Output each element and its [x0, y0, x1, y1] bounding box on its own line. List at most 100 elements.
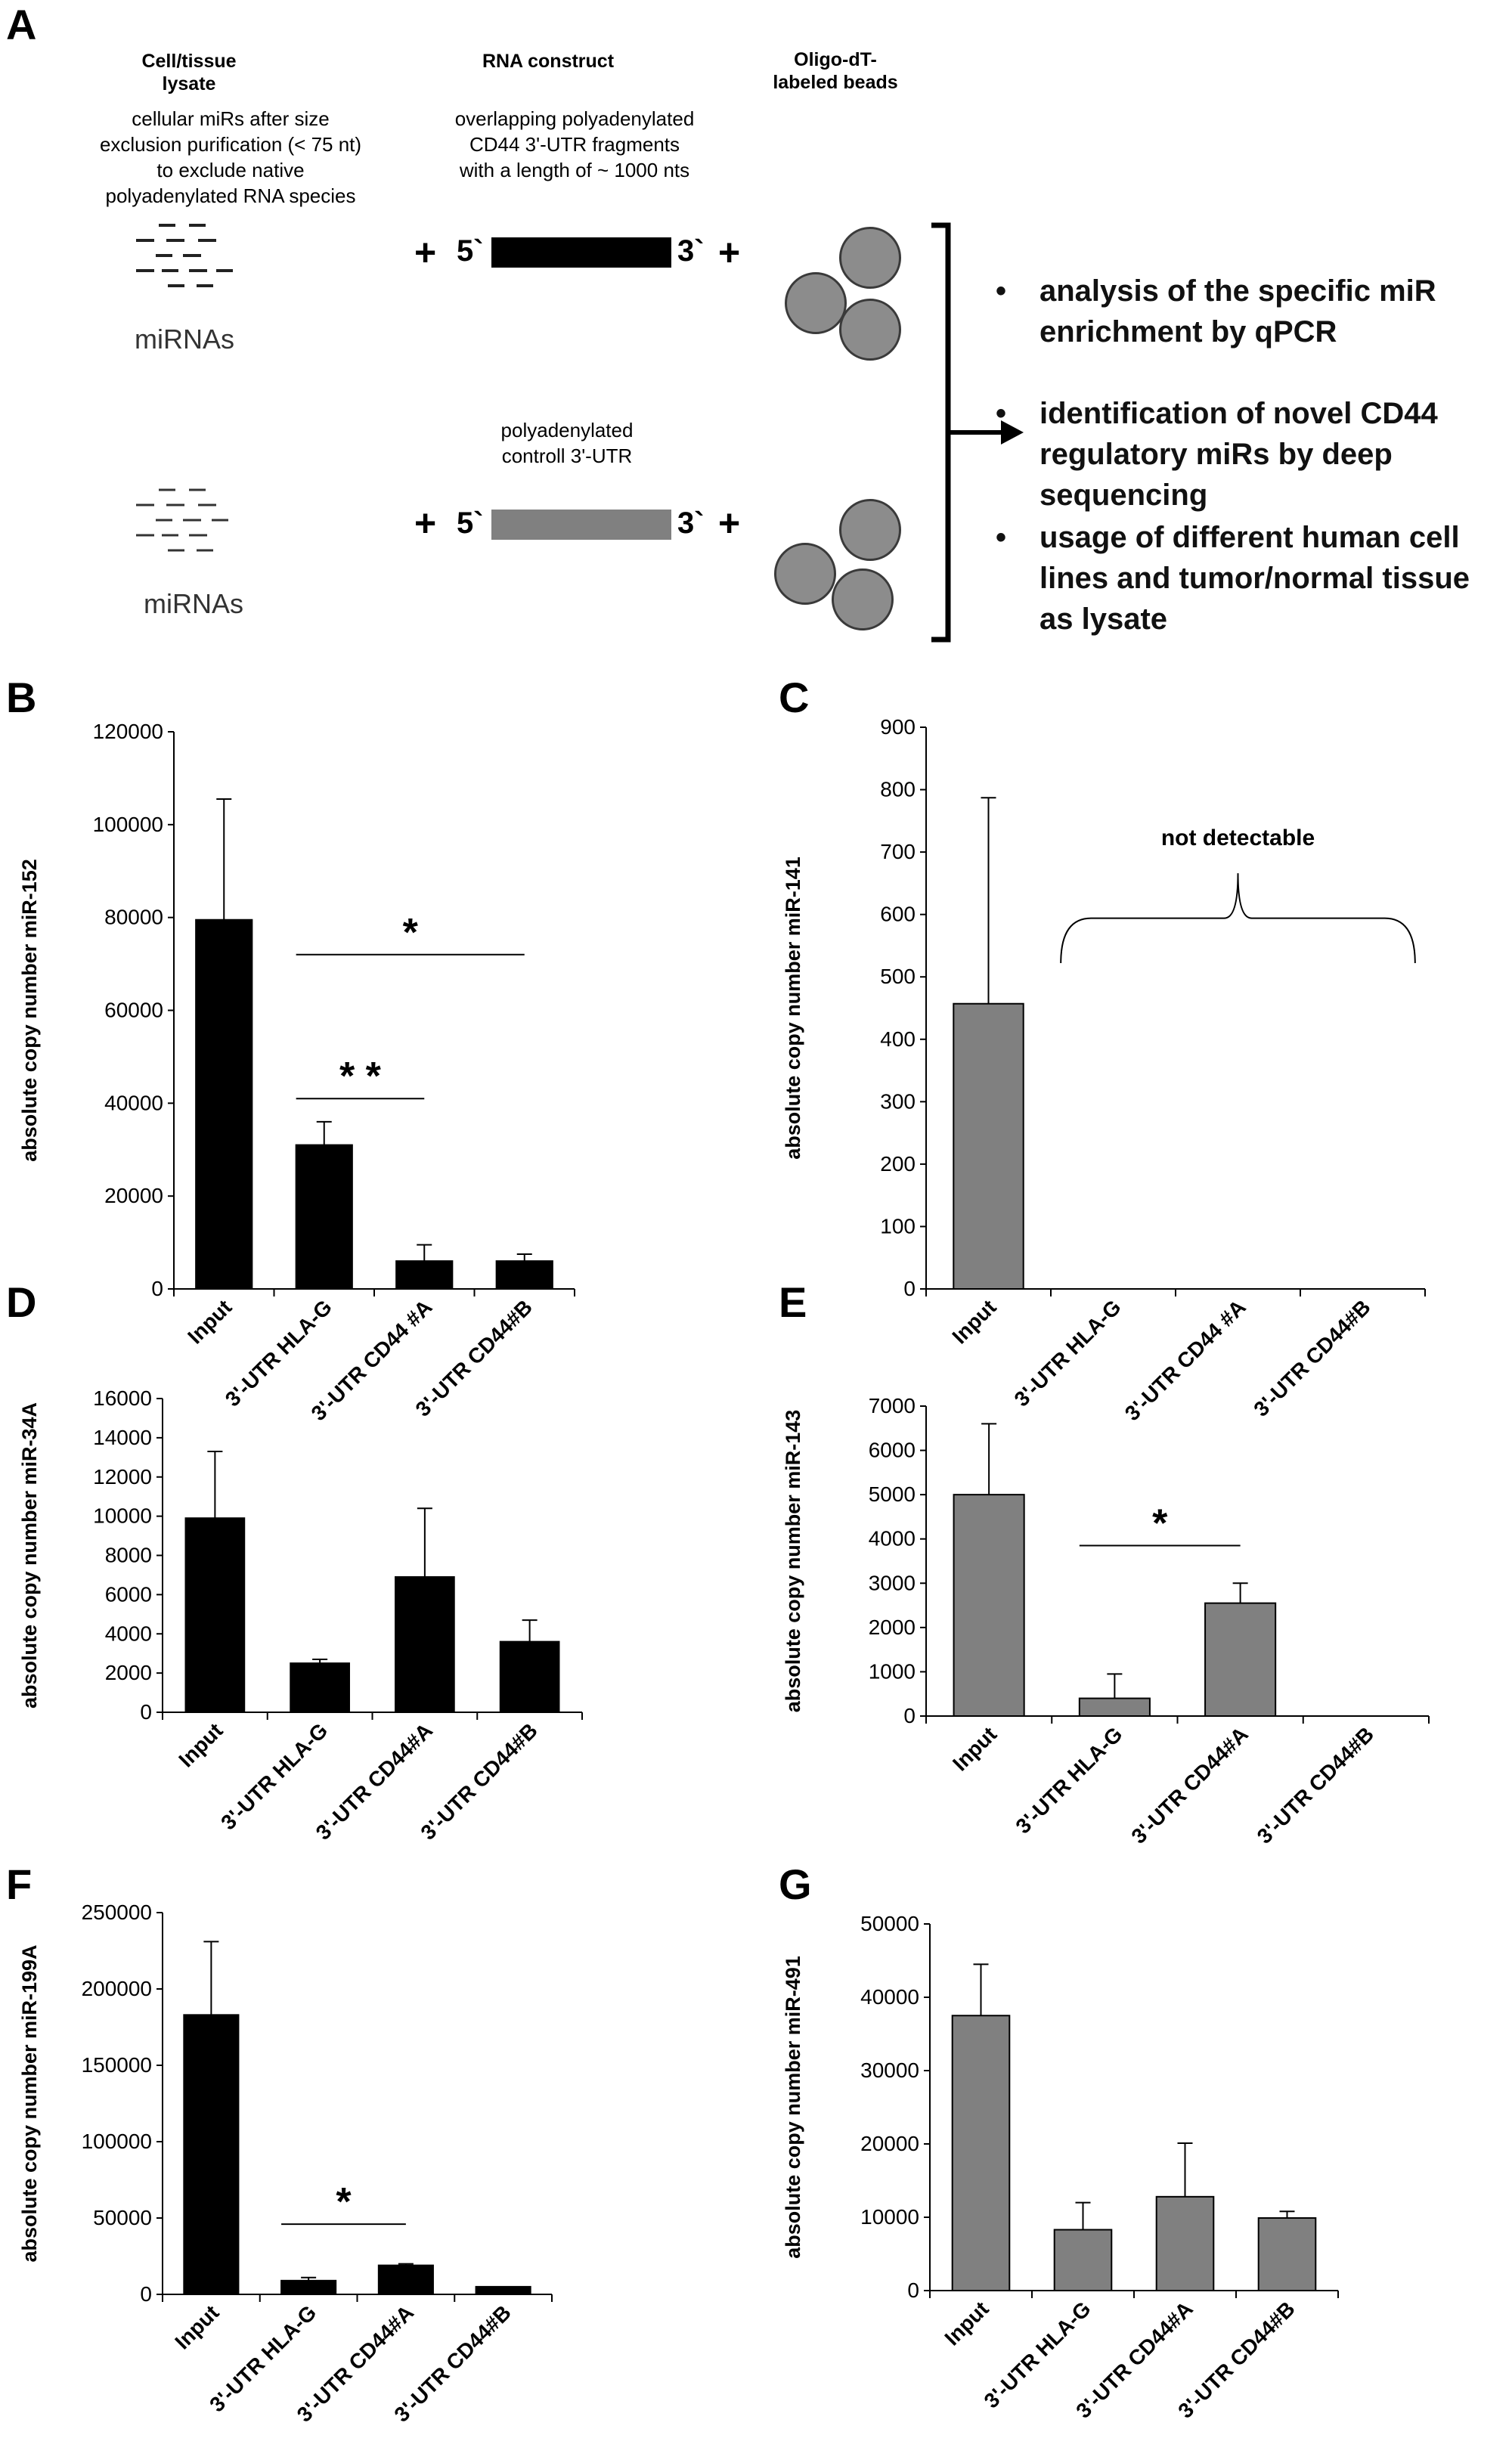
- panel-label-d: D: [6, 1278, 37, 1326]
- y-tick-label: 16000: [93, 1386, 152, 1410]
- y-tick-label: 60000: [104, 999, 163, 1022]
- annotation-brace: [1060, 873, 1416, 964]
- plus-sign: +: [718, 502, 741, 544]
- y-tick-label: 40000: [104, 1091, 163, 1114]
- bar: [1053, 2229, 1113, 2291]
- oligo-dt-bead: [832, 568, 894, 630]
- y-tick-label: 100000: [93, 813, 163, 836]
- bullet-item: •analysis of the specific miR enrichment…: [996, 274, 1436, 349]
- y-tick-label: 4000: [869, 1527, 916, 1550]
- oligo-dt-bead: [839, 227, 901, 289]
- y-tick-label: 0: [907, 2278, 919, 2302]
- y-tick-label: 6000: [869, 1439, 916, 1462]
- y-tick-label: 2000: [869, 1616, 916, 1639]
- bar: [295, 1144, 353, 1290]
- y-tick-label: 700: [880, 840, 916, 863]
- y-tick-label: 20000: [860, 2132, 919, 2155]
- bar: [951, 2015, 1011, 2291]
- oligo-dt-bead: [839, 499, 901, 561]
- y-tick-label: 300: [880, 1089, 916, 1113]
- three-prime-end: 3`: [677, 234, 705, 268]
- bar: [183, 2014, 240, 2295]
- bar: [377, 2264, 434, 2295]
- x-tick-label: 3'-UTR CD44#B: [417, 1718, 542, 1844]
- y-tick-label: 0: [903, 1704, 916, 1727]
- y-axis-title: absolute copy number miR-141: [782, 857, 804, 1160]
- bar: [1204, 1602, 1277, 1717]
- mirnas-label-bottom: miRNAs: [144, 588, 243, 619]
- y-tick-label: 12000: [93, 1465, 152, 1489]
- y-axis-title: absolute copy number miR-34A: [18, 1402, 41, 1708]
- y-tick-label: 100000: [82, 2130, 152, 2153]
- y-tick-label: 0: [903, 1277, 916, 1300]
- bar: [1257, 2217, 1317, 2291]
- bar: [195, 919, 253, 1290]
- plus-sign: +: [414, 502, 437, 544]
- y-tick-label: 0: [140, 1700, 152, 1724]
- five-prime-end: 5`: [457, 234, 484, 268]
- y-tick-label: 900: [880, 715, 916, 739]
- three-prime-end: 3`: [677, 506, 705, 540]
- bar: [953, 1002, 1024, 1290]
- panel-label-b: B: [6, 674, 37, 721]
- y-tick-label: 500: [880, 965, 916, 988]
- x-tick-label: Input: [174, 1718, 227, 1771]
- beads-header: Oligo-dT- labeled beads: [773, 49, 898, 93]
- y-tick-label: 600: [880, 903, 916, 926]
- x-tick-label: 3'-UTR HLA-G: [1012, 1722, 1127, 1838]
- significance-marker: * *: [339, 1055, 382, 1098]
- oligo-dt-bead: [774, 543, 836, 605]
- y-axis-title: absolute copy number miR-199A: [18, 1944, 41, 2262]
- x-tick-label: Input: [948, 1722, 1001, 1775]
- bar: [395, 1576, 455, 1713]
- construct-header: RNA construct: [482, 51, 615, 72]
- y-tick-label: 10000: [860, 2205, 919, 2229]
- y-tick-label: 2000: [105, 1661, 152, 1684]
- plus-sign: +: [414, 231, 437, 274]
- y-tick-label: 14000: [93, 1426, 152, 1449]
- y-tick-label: 0: [140, 2282, 152, 2306]
- x-tick-label: 3'-UTR HLA-G: [216, 1718, 332, 1834]
- mirna-dashes-top: [136, 224, 233, 287]
- bar: [953, 1494, 1025, 1717]
- five-prime-end: 5`: [457, 506, 484, 540]
- y-tick-label: 150000: [82, 2053, 152, 2077]
- y-tick-label: 6000: [105, 1582, 152, 1606]
- y-tick-label: 200: [880, 1152, 916, 1176]
- oligo-dt-bead: [839, 299, 901, 361]
- y-tick-label: 100: [880, 1214, 916, 1238]
- bar: [280, 2279, 337, 2296]
- x-tick-label: Input: [170, 2300, 223, 2353]
- control-note: polyadenylated controll 3'-UTR: [500, 419, 634, 467]
- y-tick-label: 4000: [105, 1622, 152, 1645]
- y-tick-label: 5000: [869, 1482, 916, 1506]
- lysate-header: Cell/tissue lysate: [141, 51, 237, 94]
- panel-label-a: A: [6, 1, 37, 48]
- bar: [499, 1640, 560, 1713]
- y-tick-label: 30000: [860, 2059, 919, 2082]
- y-tick-label: 7000: [869, 1394, 916, 1417]
- bar: [1078, 1697, 1151, 1717]
- y-tick-label: 400: [880, 1027, 916, 1051]
- bar: [1155, 2195, 1215, 2291]
- annotation-label: not detectable: [1161, 826, 1315, 850]
- control-utr-construct: [491, 510, 671, 540]
- y-tick-label: 80000: [104, 906, 163, 929]
- oligo-dt-bead: [785, 272, 847, 334]
- mirna-dashes-bottom: [136, 488, 228, 552]
- bar: [495, 1260, 553, 1290]
- x-tick-label: 3'-UTR CD44#A: [1127, 1722, 1253, 1848]
- construct-note: overlapping polyadenylated CD44 3'-UTR f…: [454, 107, 695, 181]
- y-tick-label: 8000: [105, 1544, 152, 1567]
- y-tick-label: 0: [151, 1277, 163, 1300]
- y-tick-label: 10000: [93, 1504, 152, 1528]
- lysate-note: cellular miRs after size exclusion purif…: [99, 107, 362, 207]
- y-tick-label: 250000: [82, 1901, 152, 1924]
- x-tick-label: 3'-UTR CD44#B: [1253, 1722, 1378, 1848]
- chart-panel-d: 0 2000 4000 6000 8000 10000 12000 14000 16000 abs…: [18, 1386, 583, 1845]
- y-tick-label: 50000: [860, 1912, 919, 1935]
- significance-marker: *: [336, 2180, 352, 2224]
- x-tick-label: Input: [940, 2297, 993, 2350]
